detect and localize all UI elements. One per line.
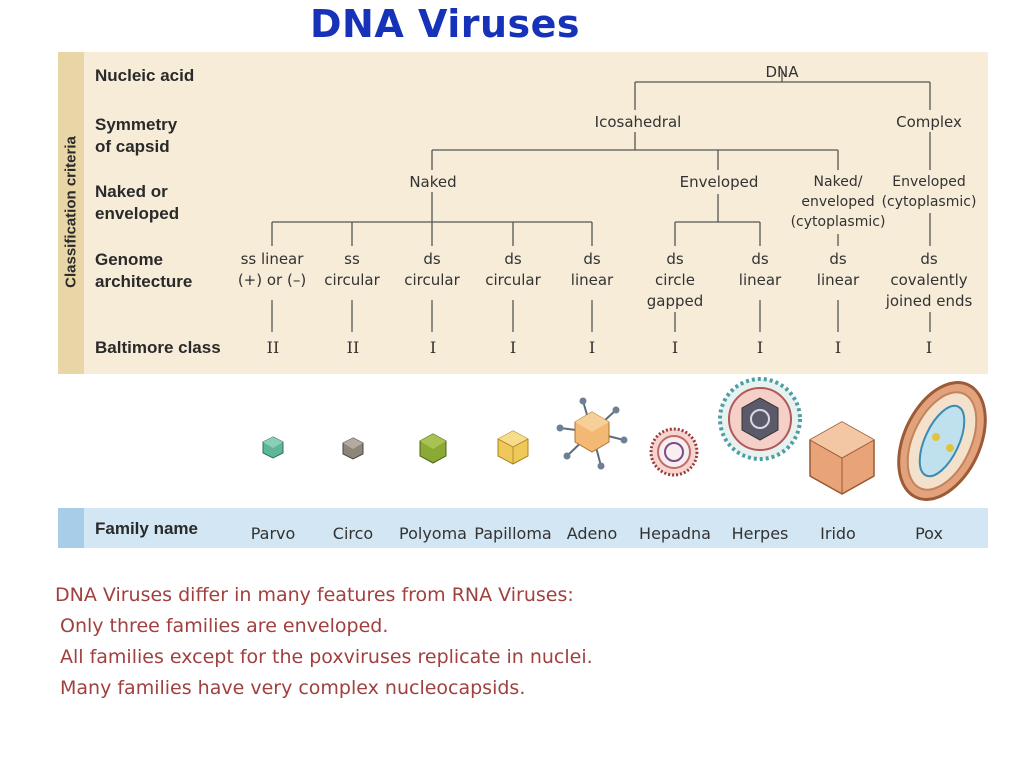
family-name-bar bbox=[58, 508, 988, 548]
baltimore-polyoma: I bbox=[429, 338, 437, 357]
genome-hepadna-line3: gapped bbox=[646, 292, 704, 310]
family-name-strip bbox=[58, 508, 84, 548]
genome-papilloma-line1: ds bbox=[504, 250, 522, 268]
hepadna-virion-icon bbox=[649, 427, 699, 477]
family-name-header: Family name bbox=[95, 519, 198, 538]
genome-parvo-line1: ss linear bbox=[240, 250, 304, 268]
baltimore-parvo: II bbox=[266, 338, 280, 357]
genome-polyoma: ds circular bbox=[404, 249, 460, 291]
genome-circo-line2: circular bbox=[324, 271, 380, 289]
genome-herpes: ds linear bbox=[739, 249, 781, 291]
genome-parvo-line2: (+) or (–) bbox=[237, 271, 307, 289]
genome-pox-line1: ds bbox=[920, 250, 938, 268]
family-circo: Circo bbox=[332, 524, 374, 543]
criterion-naked-line1: Naked or bbox=[95, 182, 168, 201]
criterion-symmetry-line1: Symmetry bbox=[95, 115, 178, 134]
genome-irido-line1: ds bbox=[829, 250, 847, 268]
tree-line-dna bbox=[634, 70, 931, 110]
note-nuclei: All families except for the poxviruses r… bbox=[60, 646, 593, 668]
genome-adeno-line1: ds bbox=[583, 250, 601, 268]
family-parvo: Parvo bbox=[250, 524, 296, 543]
genome-pox-line3: joined ends bbox=[885, 292, 973, 310]
criterion-baltimore: Baltimore class bbox=[95, 338, 221, 357]
genome-papilloma: ds circular bbox=[485, 249, 541, 291]
herpes-virion-icon bbox=[718, 377, 802, 461]
node-enveloped-cytoplasmic: Enveloped (cytoplasmic) bbox=[882, 172, 977, 212]
genome-hepadna-line1: ds bbox=[666, 250, 684, 268]
baltimore-irido: I bbox=[834, 338, 842, 357]
family-papilloma: Papilloma bbox=[474, 524, 552, 543]
criterion-genome: Genome architecture bbox=[95, 249, 192, 293]
tree-line-naked bbox=[271, 192, 593, 246]
circo-virion-icon bbox=[342, 437, 364, 460]
papilloma-virion-icon bbox=[497, 430, 529, 465]
polyoma-virion-icon bbox=[419, 433, 447, 464]
criterion-genome-line1: Genome bbox=[95, 250, 164, 269]
genome-herpes-line2: linear bbox=[738, 271, 782, 289]
node-naked: Naked bbox=[409, 173, 457, 191]
page-title: DNA Viruses bbox=[310, 2, 581, 46]
criterion-genome-line2: architecture bbox=[95, 272, 193, 291]
genome-hepadna: ds circle gapped bbox=[647, 249, 704, 312]
node-naked-enveloped-line1: Naked/ bbox=[813, 174, 863, 190]
genome-herpes-line1: ds bbox=[751, 250, 769, 268]
genome-circo: ss circular bbox=[324, 249, 380, 291]
node-enveloped-cytoplasmic-line2: (cytoplasmic) bbox=[881, 194, 977, 210]
adeno-virion-icon bbox=[556, 397, 628, 470]
node-naked-enveloped: Naked/ enveloped (cytoplasmic) bbox=[791, 172, 886, 232]
criterion-naked-line2: enveloped bbox=[95, 204, 180, 223]
criterion-symmetry: Symmetry of capsid bbox=[95, 114, 177, 158]
genome-circo-line1: ss bbox=[344, 250, 360, 268]
genome-irido: ds linear bbox=[817, 249, 859, 291]
classification-panel bbox=[58, 52, 988, 374]
summary-notes: DNA Viruses differ in many features from… bbox=[55, 580, 593, 704]
family-polyoma: Polyoma bbox=[399, 524, 467, 543]
genome-polyoma-line1: ds bbox=[423, 250, 441, 268]
note-nucleocapsids: Many families have very complex nucleoca… bbox=[60, 677, 526, 699]
genome-papilloma-line2: circular bbox=[485, 271, 541, 289]
baltimore-papilloma: I bbox=[509, 338, 517, 357]
node-icosahedral: Icosahedral bbox=[594, 113, 682, 131]
genome-pox-line2: covalently bbox=[890, 271, 968, 289]
criterion-symmetry-line2: of capsid bbox=[95, 137, 170, 156]
tree-line-genome-to-class bbox=[271, 300, 931, 332]
node-naked-enveloped-line3: (cytoplasmic) bbox=[790, 214, 886, 230]
criterion-nucleic-acid: Nucleic acid bbox=[95, 66, 195, 85]
baltimore-herpes: I bbox=[756, 338, 764, 357]
note-enveloped: Only three families are enveloped. bbox=[60, 615, 389, 637]
genome-irido-line2: linear bbox=[816, 271, 860, 289]
family-herpes: Herpes bbox=[731, 524, 789, 543]
tree-line-enveloped bbox=[674, 194, 761, 246]
pox-virion-icon bbox=[897, 381, 987, 501]
node-enveloped-cytoplasmic-line1: Enveloped bbox=[892, 174, 966, 190]
note-heading: DNA Viruses differ in many features from… bbox=[55, 584, 574, 606]
baltimore-pox: I bbox=[925, 338, 933, 357]
genome-hepadna-line2: circle bbox=[655, 271, 695, 289]
baltimore-adeno: I bbox=[588, 338, 596, 357]
node-naked-enveloped-line2: enveloped bbox=[801, 194, 875, 210]
node-enveloped: Enveloped bbox=[679, 173, 759, 191]
node-complex: Complex bbox=[896, 113, 962, 131]
genome-polyoma-line2: circular bbox=[404, 271, 460, 289]
criterion-naked: Naked or enveloped bbox=[95, 181, 179, 225]
family-irido: Irido bbox=[820, 524, 856, 543]
family-pox: Pox bbox=[915, 524, 943, 543]
genome-parvo: ss linear (+) or (–) bbox=[238, 249, 306, 291]
genome-adeno: ds linear bbox=[571, 249, 613, 291]
genome-pox: ds covalently joined ends bbox=[886, 249, 973, 312]
family-adeno: Adeno bbox=[566, 524, 618, 543]
irido-virion-icon bbox=[809, 421, 875, 495]
genome-adeno-line2: linear bbox=[570, 271, 614, 289]
family-hepadna: Hepadna bbox=[639, 524, 711, 543]
tree-line-icosahedral bbox=[431, 132, 839, 170]
baltimore-hepadna: I bbox=[671, 338, 679, 357]
parvo-virion-icon bbox=[262, 436, 284, 459]
classification-strip bbox=[58, 52, 84, 374]
baltimore-circo: II bbox=[346, 338, 360, 357]
node-dna: DNA bbox=[765, 63, 799, 81]
